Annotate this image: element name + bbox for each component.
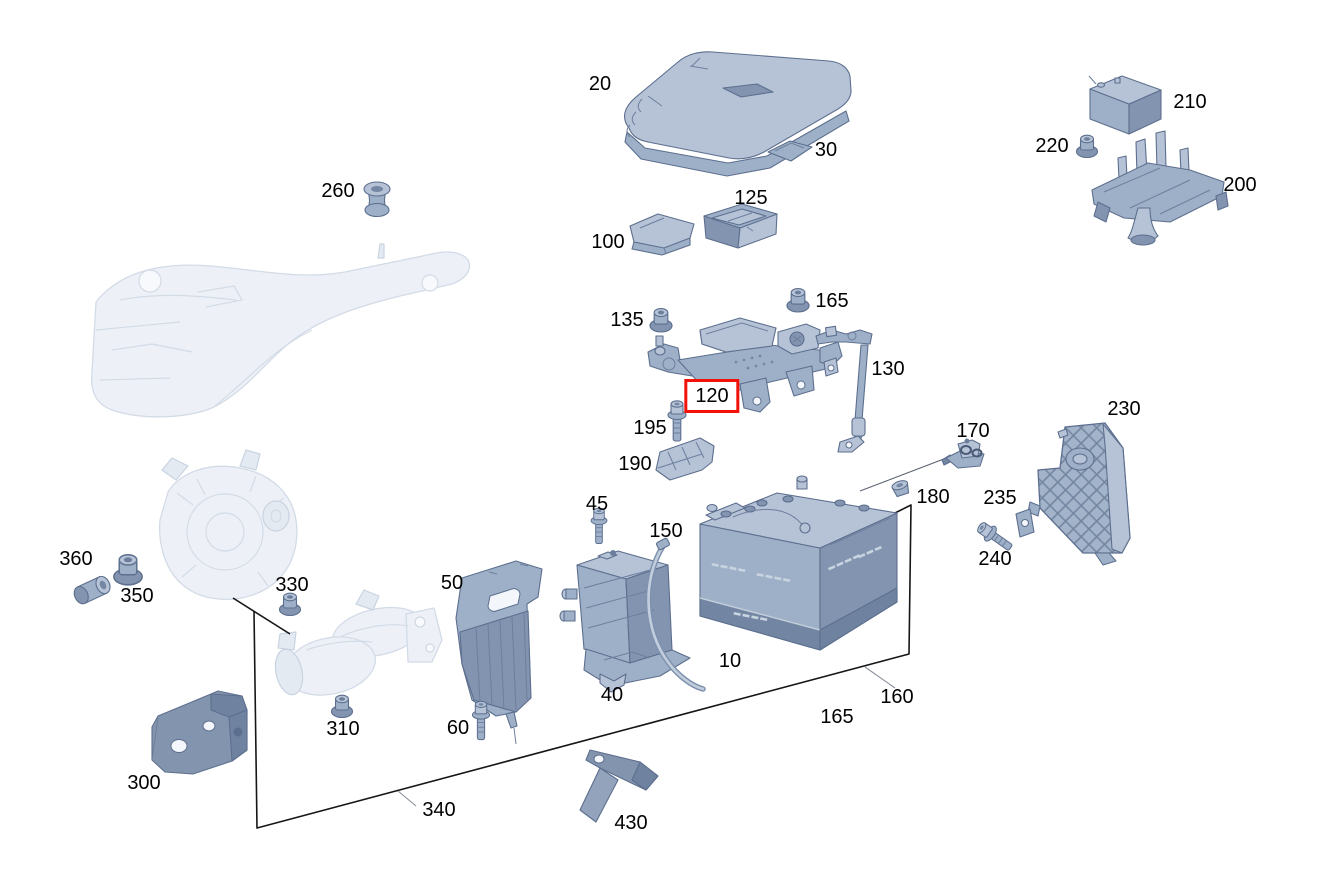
part-360-sleeve[interactable]	[72, 574, 113, 606]
part-100-cover-plate[interactable]	[629, 213, 695, 256]
callout-130[interactable]: 130	[871, 358, 905, 380]
pointer-line-starter	[232, 597, 291, 635]
callout-195[interactable]: 195	[633, 417, 667, 439]
callout-360[interactable]: 360	[59, 548, 93, 570]
part-125-housing[interactable]	[703, 203, 778, 249]
part-165-nut-top[interactable]	[786, 287, 810, 313]
part-195-bolt[interactable]	[667, 400, 687, 442]
callout-200[interactable]: 200	[1223, 174, 1257, 196]
callout-160[interactable]: 160	[880, 686, 914, 708]
part-50-bracket-panel[interactable]	[455, 560, 543, 745]
ghost-frame-rail	[90, 243, 471, 418]
callout-170[interactable]: 170	[956, 420, 990, 442]
callout-60[interactable]: 60	[446, 717, 470, 739]
callout-430[interactable]: 430	[614, 812, 648, 834]
callout-20[interactable]: 20	[588, 73, 612, 95]
callout-340[interactable]: 340	[422, 799, 456, 821]
callout-10[interactable]: 10	[718, 650, 742, 672]
callout-100[interactable]: 100	[591, 231, 625, 253]
callout-165-top[interactable]: 165	[815, 290, 849, 312]
part-430-handle-tool[interactable]	[579, 749, 659, 823]
callout-120-selected[interactable]: 120	[684, 379, 740, 413]
part-170-terminal-clamp[interactable]	[941, 438, 985, 469]
leader-line-170	[859, 456, 950, 492]
ghost-starter-motor	[274, 589, 443, 696]
callout-230[interactable]: 230	[1107, 398, 1141, 420]
callout-260[interactable]: 260	[321, 180, 355, 202]
callout-235[interactable]: 235	[983, 487, 1017, 509]
part-300-support-bracket[interactable]	[151, 690, 248, 775]
group-line-340	[253, 504, 912, 829]
part-310-nut[interactable]	[330, 694, 354, 719]
part-350-nut[interactable]	[113, 553, 143, 586]
callout-220[interactable]: 220	[1035, 135, 1069, 157]
callout-210[interactable]: 210	[1173, 91, 1207, 113]
callout-165-bottom[interactable]: 165	[820, 706, 854, 728]
callout-125[interactable]: 125	[734, 187, 768, 209]
callout-150[interactable]: 150	[649, 520, 683, 542]
callout-180[interactable]: 180	[916, 486, 950, 508]
leader-line-160	[864, 666, 896, 689]
part-260-grommet[interactable]	[363, 181, 391, 218]
leader-line-340	[397, 790, 417, 807]
part-200-battery-carrier[interactable]	[1091, 130, 1229, 246]
part-235-clip[interactable]	[1015, 508, 1035, 538]
part-135-nut[interactable]	[649, 307, 673, 333]
callout-45[interactable]: 45	[585, 493, 609, 515]
part-150-vent-hose[interactable]	[645, 537, 706, 692]
part-40-control-module[interactable]	[559, 550, 691, 693]
callout-350[interactable]: 350	[120, 585, 154, 607]
callout-40[interactable]: 40	[600, 684, 624, 706]
part-120-battery-bracket[interactable]	[647, 317, 843, 413]
part-210-auxiliary-battery[interactable]	[1088, 75, 1162, 135]
callout-190[interactable]: 190	[618, 453, 652, 475]
ghost-alternator	[158, 449, 298, 600]
part-220-nut[interactable]	[1075, 134, 1099, 159]
part-230-cover-panel[interactable]	[1027, 422, 1131, 566]
part-10-battery[interactable]	[699, 475, 898, 651]
part-130-ground-cable[interactable]	[815, 325, 873, 453]
callout-30[interactable]: 30	[814, 139, 838, 161]
callout-240[interactable]: 240	[978, 548, 1012, 570]
part-60-bolt[interactable]	[471, 700, 491, 741]
callout-330[interactable]: 330	[275, 574, 309, 596]
part-180-cap[interactable]	[891, 479, 911, 498]
part-330-nut[interactable]	[278, 592, 302, 617]
callout-135[interactable]: 135	[610, 309, 644, 331]
callout-50[interactable]: 50	[440, 572, 464, 594]
part-190-clamp-bracket[interactable]	[655, 437, 715, 481]
callout-300[interactable]: 300	[127, 772, 161, 794]
part-20-battery-cover[interactable]	[623, 51, 852, 177]
callout-310[interactable]: 310	[326, 718, 360, 740]
part-30-retainer[interactable]	[767, 140, 813, 162]
